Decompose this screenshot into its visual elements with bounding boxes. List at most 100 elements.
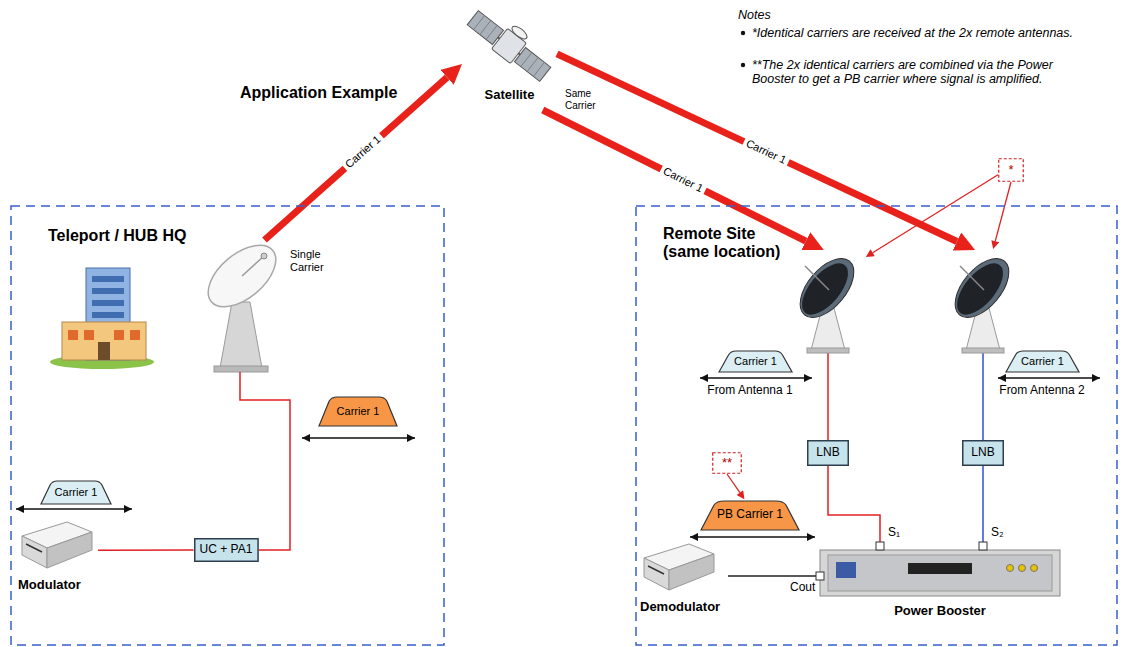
device-icon [644,544,714,590]
box-outline [194,539,257,562]
site-region: Remote Site (same location) From Antenna … [635,205,1118,646]
panel-grid [521,52,532,66]
power-booster: Power Booster [820,546,1060,626]
demodulator: Demodulator [640,540,728,625]
feed-arm [242,256,264,276]
callout-arrow [995,182,1011,241]
link-label: Carrier 1 [341,131,386,173]
carrier-shape: Carrier 1 [718,350,793,372]
window-row [92,312,124,318]
panel-grid [480,20,491,34]
antenna-rim [945,249,1019,327]
building-icon [50,268,154,369]
feed-horn [261,253,267,259]
window-row [92,288,124,294]
node-text: ** [722,456,732,471]
box-outline [808,441,849,466]
port-terminal [876,542,884,550]
bandwidth-arrow [302,437,415,439]
carrier-shape: PB Carrier 1 [700,500,800,530]
bullet [741,31,745,35]
callout-box: * [998,158,1024,182]
window [84,330,94,340]
port-label: S₂ [991,526,1004,540]
node-text: Carrier 1 [734,355,777,368]
node-text: Carrier 1 [55,486,98,499]
window [68,330,78,340]
device-front [644,558,669,590]
callout-arrow [873,175,998,253]
carrier-link [265,77,448,240]
node-text: Demodulator [640,600,720,615]
signal-wire [982,400,984,440]
signal-wire [98,549,194,551]
device-slot [648,566,664,574]
node-text: Remote Site (same location) [663,225,793,262]
rack-logo [836,562,856,578]
process-box: UC + PA1 [194,538,259,562]
carrier-outline [41,481,111,504]
antenna-dish [949,256,1012,323]
port-terminal [816,572,824,580]
node-outline [700,250,865,400]
bandwidth-arrow [16,508,132,510]
device-icon [22,522,92,568]
notes-heading: Notes [738,8,771,22]
feed-wire [239,372,241,385]
link-label: Carrier 1 [741,136,791,169]
carrier-outline [319,397,397,426]
callout-box: ** [712,452,742,474]
node-text: From Antenna 1 [700,384,800,398]
panel-grid [486,25,497,39]
panel-grid [527,57,538,71]
antenna-icon [945,249,1019,400]
node-text: Satellite [462,88,557,103]
window [114,330,124,340]
window-row [92,276,124,282]
device-slot [26,544,42,552]
node-text: From Antenna 2 [992,384,1092,398]
antenna-icon [790,249,864,400]
feed-wire [982,348,984,400]
carrier-link [543,110,806,241]
device-side [669,554,714,590]
bandwidth-arrow [690,536,815,538]
rack-display [908,563,972,574]
carrier-outline [719,351,792,372]
bullet [741,63,745,67]
carrier-outline [1006,351,1079,372]
note-text: *Identical carriers are received at the … [752,26,1082,40]
rack-button [1007,565,1014,572]
antenna-base [962,348,1004,353]
port-terminal [979,542,987,550]
rack-panel [828,555,1052,591]
node-text: Power Booster [820,604,1060,619]
port-label: S₁ [888,526,900,540]
signal-wire [982,466,984,546]
remote-antenna: From Antenna 1 [700,250,865,400]
dashed-border [636,206,1117,645]
antenna-base [214,366,268,372]
panel-grid [533,62,544,76]
antenna-rim [790,249,864,327]
node-text: Carrier 1 [1021,355,1064,368]
window [130,330,140,340]
dashed-border [11,206,444,645]
rack-button [1031,565,1038,572]
node-text: * [1008,163,1013,178]
door [98,342,110,360]
box-outline [963,441,1004,466]
feed-wire [827,348,829,400]
signal-wire [828,466,880,546]
device-side [47,532,92,568]
site-region: Teleport / HUB HQSingle CarrierCarrier 1… [10,205,445,646]
solar-panel [514,48,550,82]
diagram-title: Application Example [240,84,397,102]
node-text: Carrier 1 [337,405,380,418]
antenna-dish [794,256,857,323]
satellite-icon [465,1,558,84]
modulator: Modulator [18,518,98,603]
node-text: LNB [816,446,839,460]
node-outline [930,250,1100,400]
node-text: Modulator [18,578,81,593]
